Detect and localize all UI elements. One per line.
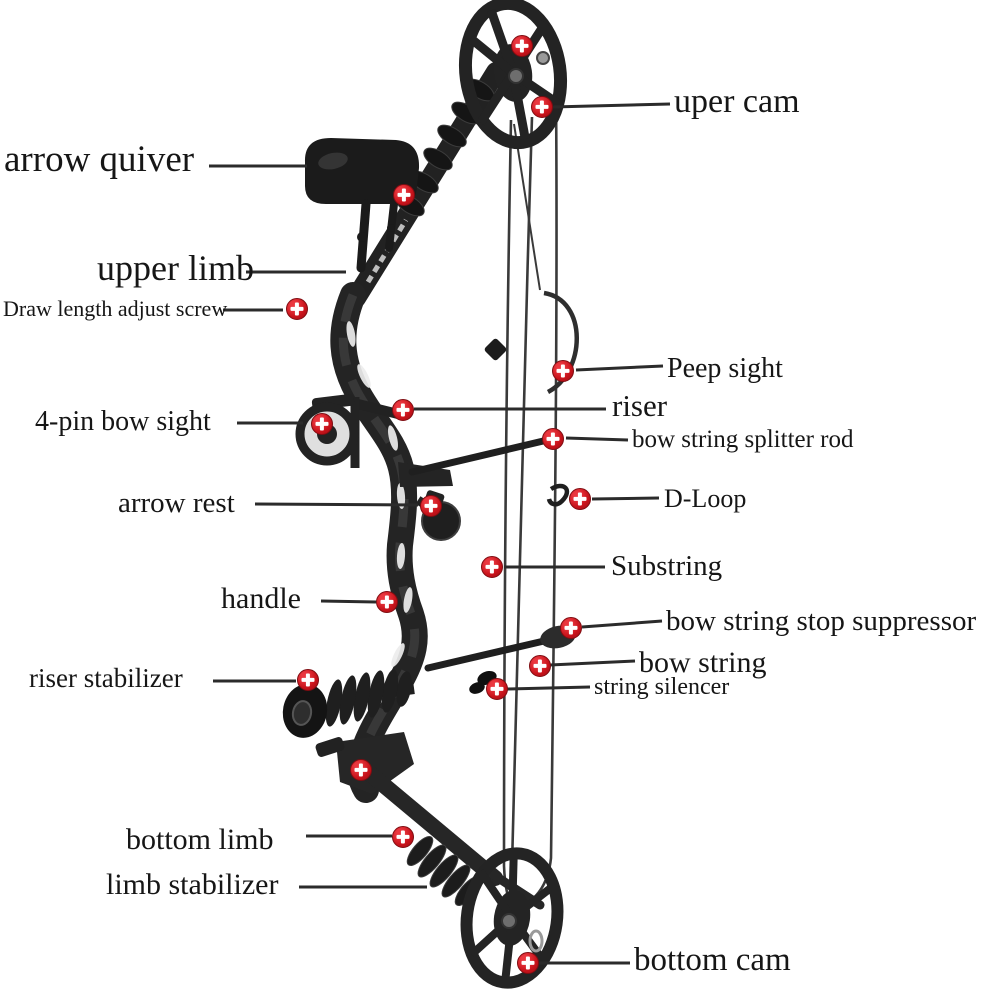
label-arrow-rest: arrow rest (118, 487, 235, 519)
label-bottom-limb: bottom limb (126, 823, 274, 856)
marker-substring (481, 556, 503, 578)
marker-peep-sight (552, 360, 574, 382)
leader-peep-sight (575, 364, 664, 372)
label-bow-string-stop-suppressor: bow string stop suppressor (666, 605, 977, 637)
top-cam-screw (536, 51, 550, 65)
label-bow-string-splitter-rod: bow string splitter rod (632, 426, 854, 453)
marker-arrow-quiver (393, 184, 415, 206)
leader-bow-string (549, 659, 636, 667)
label-uper-cam: uper cam (674, 83, 800, 120)
marker-arrow-rest (420, 495, 442, 517)
marker-draw-length-adjust-screw (286, 298, 308, 320)
marker-d-loop (569, 488, 591, 510)
riser-stabilizer-part (282, 669, 415, 738)
marker-limb-pocket (350, 759, 372, 781)
marker-four-pin-bow-sight (311, 413, 333, 435)
arrow-quiver (304, 138, 420, 273)
leader-arrow-rest (254, 502, 419, 507)
bottom-cam-part (460, 847, 564, 989)
cable-splitter-rod (408, 434, 560, 476)
label-four-pin-bow-sight: 4-pin bow sight (35, 406, 211, 437)
marker-riser (392, 399, 414, 421)
top-cam-axle (508, 68, 524, 84)
marker-riser-stabilizer (297, 669, 319, 691)
marker-bow-string (529, 655, 551, 677)
bottom-cam-hook (528, 929, 544, 953)
leader-uper-cam (551, 102, 671, 109)
label-upper-limb: upper limb (97, 248, 254, 288)
marker-bottom-cam (517, 952, 539, 974)
bottom-cam-axle (501, 913, 517, 929)
marker-bow-string-splitter-rod (542, 428, 564, 450)
marker-bottom-limb (392, 826, 414, 848)
leader-bow-string-splitter-rod (565, 436, 629, 442)
marker-bow-string-stop-suppressor (560, 617, 582, 639)
label-d-loop: D-Loop (664, 484, 747, 513)
label-substring: Substring (611, 550, 723, 582)
marker-uper-cam (531, 96, 553, 118)
riser-cutouts (346, 321, 413, 714)
label-handle: handle (221, 582, 301, 615)
label-string-silencer: string silencer (594, 674, 730, 700)
label-arrow-quiver: arrow quiver (4, 139, 195, 180)
marker-string-silencer (486, 678, 508, 700)
label-riser-stabilizer: riser stabilizer (29, 663, 183, 693)
d-loop (546, 483, 570, 507)
leader-handle (320, 599, 377, 604)
peep-sight (543, 290, 579, 394)
label-peep-sight: Peep sight (667, 353, 783, 384)
marker-handle (376, 591, 398, 613)
label-limb-stabilizer: limb stabilizer (106, 868, 279, 901)
leader-string-silencer (506, 685, 591, 691)
marker-top-cam (511, 35, 533, 57)
top-cam (458, 0, 568, 150)
leader-bow-string-stop-suppressor (581, 619, 663, 629)
label-draw-length-adjust-screw: Draw length adjust screw (3, 296, 228, 321)
label-bow-string: bow string (639, 646, 767, 679)
leader-d-loop (591, 496, 660, 501)
label-bottom-cam: bottom cam (634, 942, 791, 978)
arrow-shelf (398, 462, 453, 487)
cable-slide (484, 338, 507, 361)
label-riser: riser (612, 388, 668, 423)
